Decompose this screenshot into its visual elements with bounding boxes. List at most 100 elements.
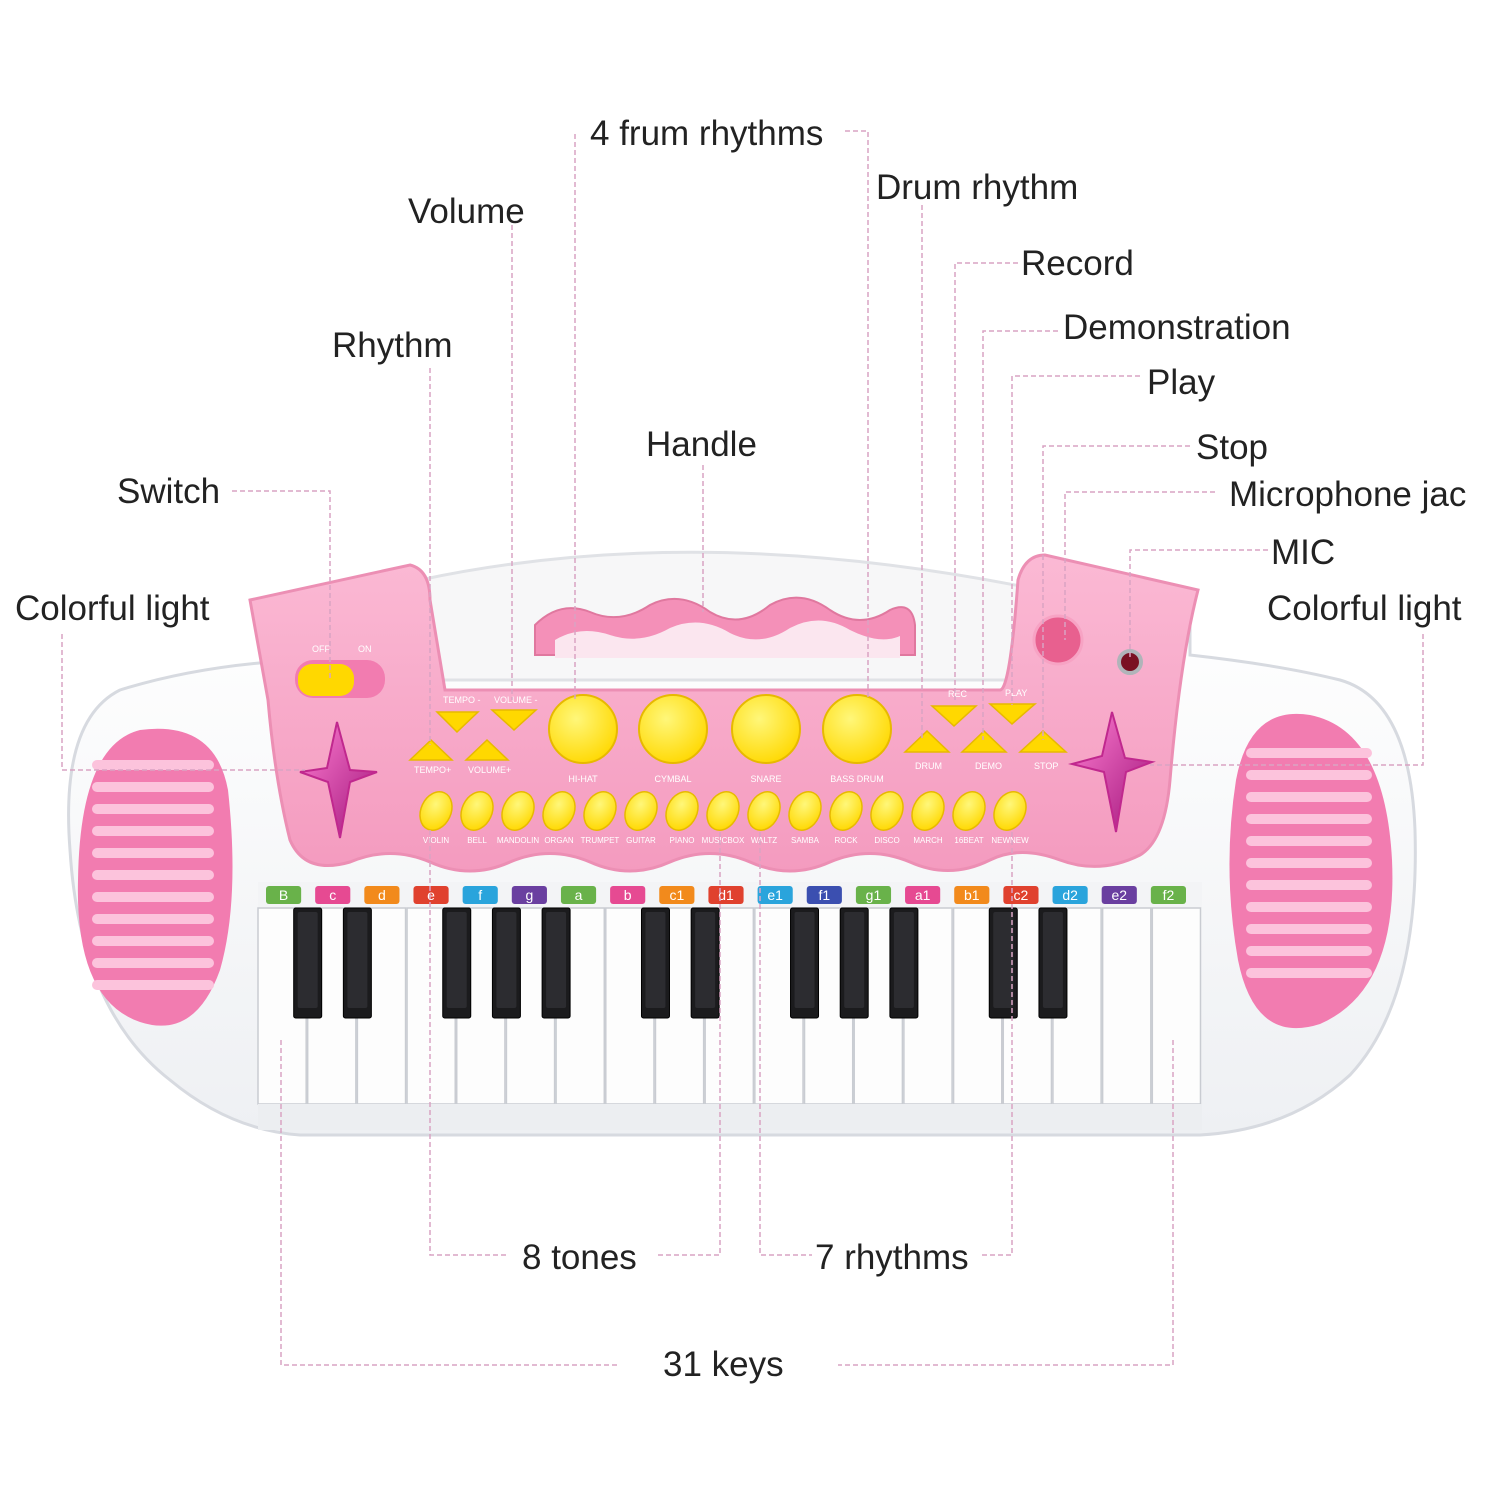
label-colorful-light-right: Colorful light (1267, 589, 1462, 628)
tone-button-label: TRUMPET (581, 836, 620, 845)
mic-hole (1117, 649, 1143, 675)
tone-button[interactable] (496, 787, 540, 836)
label-8-tones: 8 tones (522, 1238, 637, 1277)
label-4-drum-rhythms: 4 frum rhythms (590, 114, 824, 153)
tone-button[interactable] (988, 787, 1032, 836)
drum-pad[interactable] (822, 694, 892, 764)
drum-text: DRUM (915, 761, 942, 771)
tone-button[interactable] (701, 787, 745, 836)
key-label-text: f2 (1163, 887, 1175, 903)
tone-button[interactable] (783, 787, 827, 836)
tone-button-label: VIOLIN (423, 836, 449, 845)
tone-button[interactable] (619, 787, 663, 836)
colorful-light-right-gem (1068, 711, 1156, 833)
tone-button-label: DISCO (874, 836, 899, 845)
stop-text: STOP (1034, 761, 1058, 771)
key-label-tag (855, 886, 892, 904)
carrying-handle (418, 550, 1042, 682)
key-label-text: d (378, 887, 386, 903)
tone-button-label: ROCK (834, 836, 858, 845)
tone-button[interactable] (906, 787, 950, 836)
key-label-tag (954, 886, 990, 904)
label-mic: MIC (1271, 533, 1336, 572)
key-label-text: b (624, 887, 632, 903)
colorful-light-left-gem (299, 721, 378, 839)
key-label-text: c1 (669, 887, 684, 903)
tone-button-label: WALTZ (751, 836, 777, 845)
key-label-text: b1 (964, 887, 980, 903)
drum-pad[interactable] (731, 694, 801, 764)
key-label-tag (560, 886, 597, 904)
tone-button[interactable] (947, 787, 991, 836)
tone-button[interactable] (742, 787, 786, 836)
label-rhythm: Rhythm (332, 326, 453, 365)
key-label-text: g1 (866, 887, 882, 903)
tone-button-label: SAMBA (791, 836, 820, 845)
tone-button-label: ORGAN (544, 836, 574, 845)
key-label-text: d2 (1062, 887, 1078, 903)
key-label-text: B (279, 887, 288, 903)
volume-plus-text: VOLUME+ (468, 765, 511, 775)
key-label-text: f (478, 887, 482, 903)
drum-pad-label: SNARE (750, 774, 781, 784)
switch-on-text: ON (358, 644, 372, 654)
tone-button-label: GUITAR (626, 836, 656, 845)
key-label-text: g (525, 887, 533, 903)
tempo-plus-text: TEMPO+ (414, 765, 451, 775)
tone-button[interactable] (824, 787, 868, 836)
label-31-keys: 31 keys (663, 1345, 784, 1384)
label-drum-rhythm: Drum rhythm (876, 168, 1079, 207)
key-label-text: d1 (718, 887, 734, 903)
key-label-tag (1101, 886, 1137, 904)
tone-button-label: NEWNEW (991, 836, 1029, 845)
drum-pad-label: CYMBAL (654, 774, 691, 784)
key-label-tag (315, 886, 351, 904)
white-key[interactable] (1101, 907, 1152, 1105)
tone-button-label: 16BEAT (954, 836, 983, 845)
tone-button-label: PIANO (670, 836, 695, 845)
key-label-text: c2 (1014, 887, 1029, 903)
drum-pad[interactable] (548, 694, 618, 764)
key-label-tag (266, 886, 302, 904)
rec-text: REC (948, 689, 968, 699)
label-demonstration: Demonstration (1063, 308, 1291, 347)
tone-button[interactable] (537, 787, 581, 836)
label-microphone-jack: Microphone jac (1229, 475, 1467, 514)
key-label-tag (905, 886, 941, 904)
label-7-rhythms: 7 rhythms (815, 1238, 969, 1277)
white-key[interactable] (1151, 907, 1202, 1105)
volume-minus-text: VOLUME - (494, 695, 538, 705)
key-label-text: c (329, 887, 336, 903)
key-label-text: e2 (1111, 887, 1127, 903)
key-label-tag (364, 886, 400, 904)
drum-pad-label: BASS DRUM (830, 774, 884, 784)
label-handle: Handle (646, 425, 757, 464)
key-label-text: e1 (767, 887, 783, 903)
drum-pad[interactable] (638, 694, 708, 764)
tone-button[interactable] (865, 787, 909, 836)
switch-off-text: OFF (312, 644, 330, 654)
key-label-tag (1052, 886, 1088, 904)
key-label-text: a (575, 887, 583, 903)
speaker-right (1229, 713, 1393, 1029)
key-label-tag (806, 886, 842, 904)
tone-button[interactable] (578, 787, 622, 836)
label-stop: Stop (1196, 428, 1268, 467)
tone-button-label: MANDOLIN (497, 836, 539, 845)
label-colorful-light-left: Colorful light (15, 589, 210, 628)
microphone-jack (1032, 614, 1084, 666)
key-label-tag (511, 886, 547, 904)
key-label-tag (1150, 886, 1186, 904)
key-label-tag (610, 886, 646, 904)
speaker-left (77, 728, 233, 1026)
key-label-text: f1 (818, 887, 830, 903)
tempo-volume-buttons (408, 709, 538, 761)
label-switch: Switch (117, 472, 221, 511)
tone-button-label: BELL (467, 836, 487, 845)
tone-button[interactable] (455, 787, 499, 836)
tone-button[interactable] (660, 787, 704, 836)
tone-button[interactable] (414, 787, 458, 836)
